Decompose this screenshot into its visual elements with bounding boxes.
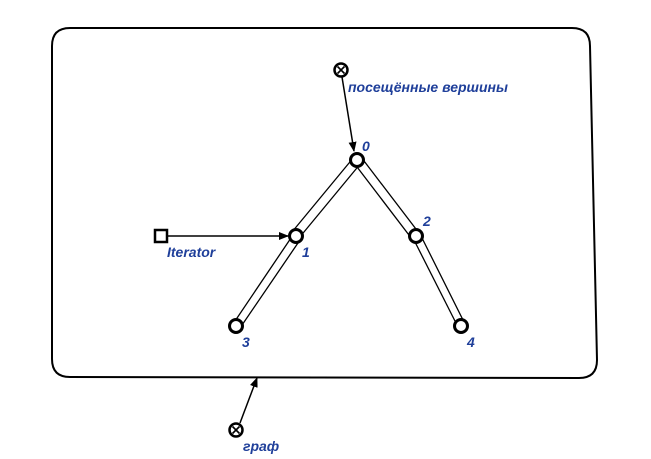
node-label-3: 3 (242, 334, 250, 350)
visited-crossed-circle-icon (333, 62, 349, 78)
node-label-0: 0 (362, 138, 370, 154)
graph-crossed-circle-icon (228, 422, 244, 438)
iterator-square-icon (153, 228, 169, 244)
graph-arrow (239, 377, 258, 424)
graph-node-2 (408, 228, 424, 244)
edge-2-4 (412, 233, 466, 328)
node-label-4: 4 (466, 334, 475, 350)
graph-node-1 (288, 228, 304, 244)
graph-node-4 (453, 318, 469, 334)
node-label-2: 2 (422, 213, 431, 229)
graph-label: граф (243, 438, 279, 454)
edge-0-1 (291, 156, 362, 239)
edge-1-3 (232, 234, 301, 329)
edge-0-2 (353, 156, 420, 240)
visited-arrow (341, 76, 357, 152)
graph-node-3 (228, 318, 244, 334)
visited-label: посещённые вершины (348, 79, 508, 95)
graph-node-0 (349, 152, 365, 168)
graph-frame (51, 27, 599, 380)
node-label-1: 1 (302, 244, 310, 260)
iterator-label: Iterator (167, 244, 217, 260)
